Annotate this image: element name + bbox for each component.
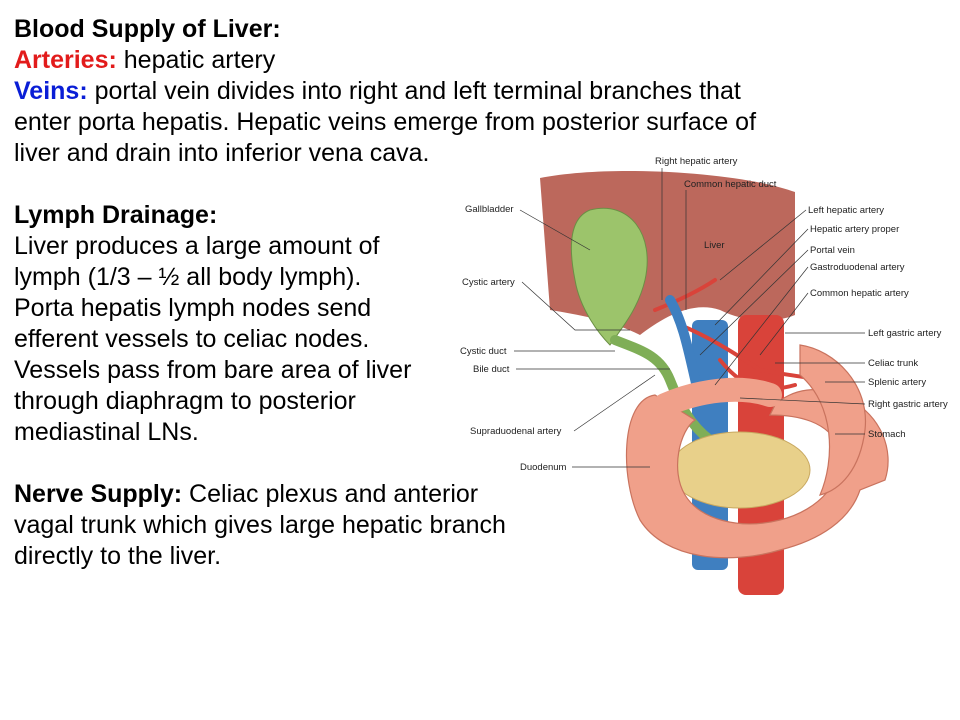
label-left-hepatic-artery: Left hepatic artery [808,205,884,216]
veins-line-3: liver and drain into inferior vena cava. [14,139,430,167]
pylorus-shape [653,377,782,417]
lymph-line-2: lymph (1/3 – ½ all body lymph). [14,263,362,291]
label-right-gastric-artery: Right gastric artery [868,399,948,410]
label-duodenum: Duodenum [520,462,567,473]
stomach-shape [799,344,867,496]
pancreas-shape [669,431,811,509]
arteries-text: hepatic artery [116,46,276,74]
blood-supply-title: Blood Supply of Liver: [14,15,281,43]
label-supraduodenal-artery: Supraduodenal artery [470,426,562,437]
label-cystic-duct: Cystic duct [460,346,507,357]
veins-label: Veins: [14,77,88,105]
veins-line-2: enter porta hepatis. Hepatic veins emerg… [14,108,757,136]
label-stomach: Stomach [868,429,906,440]
veins-line-1: Veins: portal vein divides into right an… [14,76,944,107]
label-common-hepatic-artery: Common hepatic artery [810,288,909,299]
lymph-line-3: Porta hepatis lymph nodes send [14,294,372,322]
lymph-line-7: mediastinal LNs. [14,418,199,446]
nerve-line-3: directly to the liver. [14,542,222,570]
nerve-supply-label: Nerve Supply: [14,480,183,508]
slide-text: Blood Supply of Liver: Arteries: hepatic… [14,14,944,572]
hepatic-artery-shape [653,278,832,391]
nerve-text-1: Celiac plexus and anterior [182,480,479,508]
label-liver: Liver [704,240,725,251]
nerve-line-2: vagal trunk which gives large hepatic br… [14,511,506,539]
label-splenic-artery: Splenic artery [868,377,926,388]
label-right-hepatic-artery: Right hepatic artery [655,156,738,167]
bile-duct-shape [610,335,715,445]
label-hepatic-artery-proper: Hepatic artery proper [810,224,899,235]
label-cystic-artery: Cystic artery [462,277,515,288]
nerve-line-1: Nerve Supply: Celiac plexus and anterior [14,479,944,510]
gallbladder-shape [570,207,648,346]
label-celiac-trunk: Celiac trunk [868,358,918,369]
lymph-drainage-title: Lymph Drainage: [14,201,218,229]
label-gastroduodenal-artery: Gastroduodenal artery [810,262,905,273]
veins-text-1: portal vein divides into right and left … [87,77,741,105]
lymph-line-4: efferent vessels to celiac nodes. [14,325,370,353]
label-gallbladder: Gallbladder [465,204,514,215]
lymph-line-5: Vessels pass from bare area of liver [14,356,412,384]
label-left-gastric-artery: Left gastric artery [868,328,942,339]
label-common-hepatic-duct: Common hepatic duct [684,179,777,190]
arteries-line: Arteries: hepatic artery [14,45,944,76]
lymph-line-1: Liver produces a large amount of [14,232,380,260]
liver-anatomy-diagram: Right hepatic artery Common hepatic duct… [460,156,948,595]
arteries-label: Arteries: [14,46,117,74]
lymph-line-6: through diaphragm to posterior [14,387,356,415]
label-bile-duct: Bile duct [473,364,510,375]
label-portal-vein: Portal vein [810,245,855,256]
